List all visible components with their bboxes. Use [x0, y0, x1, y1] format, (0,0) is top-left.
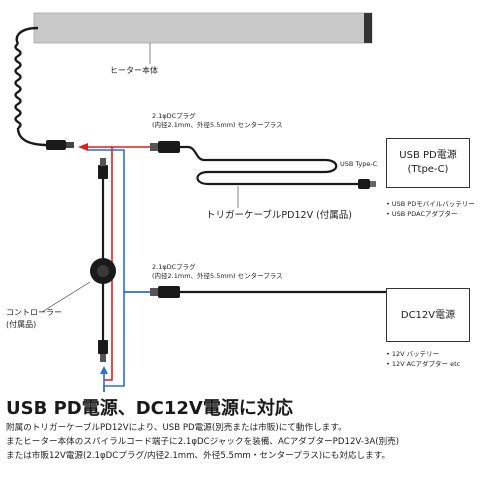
heater-body — [33, 12, 373, 44]
usb-type-c-label: USB Type-C — [340, 160, 378, 168]
spiral-cord — [14, 26, 49, 147]
red-arrow — [78, 143, 150, 381]
usb-c-plug — [358, 179, 376, 189]
blue-arrow — [88, 149, 150, 392]
top-plug-label-line1: 2.1φDCプラグ — [152, 112, 196, 120]
usb-pd-title-line2: (Ttpe-C) — [407, 164, 449, 175]
top-plug-label-line2: (内径2.1mm、外径5.5mm) センタープラス — [152, 121, 283, 129]
usb-pd-power-box: USB PD電源 (Ttpe-C) — [386, 138, 470, 188]
bottom-plug-label-line1: 2.1φDCプラグ — [152, 263, 196, 271]
bottom-dc-plug — [150, 286, 180, 298]
controller-unit — [90, 258, 116, 284]
description-line-3: または市販12V電源(2.1φDCプラグ/内径2.1mm、外径5.5mm・センタ… — [6, 451, 391, 461]
dc12v-power-box: DC12V電源 — [386, 288, 470, 342]
top-dc-plug — [150, 141, 180, 153]
headline: USB PD電源、DC12V電源に対応 — [6, 398, 293, 419]
usb-pd-note-1: • USB PDモバイルバッテリー — [386, 200, 475, 208]
trigger-cable-label: トリガーケーブルPD12V (付属品) — [206, 210, 352, 221]
controller-label-line2: (付属品) — [6, 320, 37, 329]
usb-pd-note-2: • USB PDACアダプター — [386, 210, 458, 218]
heater-end-cap — [364, 13, 372, 43]
description-line-2: またヒーター本体のスパイラルコード端子に2.1φDCジャックを装備、ACアダプタ… — [6, 437, 400, 447]
dc12v-title: DC12V電源 — [400, 310, 456, 321]
controller-label-line1: コントローラー — [6, 308, 62, 317]
dc12v-note-2: • 12V ACアダプター etc — [386, 360, 461, 368]
dc-jack — [46, 140, 74, 150]
dc12v-note-1: • 12V バッテリー — [386, 350, 440, 358]
description-line-1: 附属のトリガーケーブルPD12Vにより、USB PD電源(別売または市販)にて動… — [6, 423, 347, 433]
bottom-plug-label-line2: (内径2.1mm、外径5.5mm) センタープラス — [152, 272, 283, 280]
controller-leader — [41, 281, 91, 313]
heater-label: ヒーター本体 — [110, 66, 158, 75]
trigger-cable — [180, 145, 360, 186]
usb-pd-title-line1: USB PD電源 — [399, 150, 457, 161]
